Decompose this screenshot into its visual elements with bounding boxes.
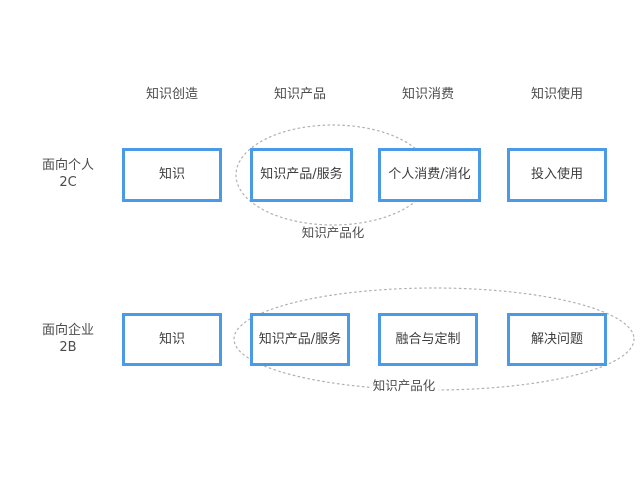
box-label: 知识产品/服务 — [258, 331, 342, 347]
column-header-knowledge-usage: 知识使用 — [530, 87, 584, 102]
row-label-2c: 面向个人 2C — [42, 157, 94, 191]
box-label: 个人消费/消化 — [388, 167, 471, 183]
box-label: 解决问题 — [530, 331, 583, 347]
box-label: 知识 — [158, 167, 185, 183]
box-label: 知识 — [158, 331, 185, 347]
row-label-2b-main: 面向企业 — [41, 323, 95, 338]
box-2c-put-into-use[interactable]: 投入使用 — [507, 148, 607, 202]
box-label: 融合与定制 — [395, 331, 461, 347]
row-label-2b: 面向企业 2B — [42, 322, 94, 356]
box-label: 投入使用 — [530, 167, 583, 183]
ellipse-caption-2c: 知识产品化 — [298, 226, 368, 241]
row-label-2c-main: 面向个人 — [41, 158, 95, 173]
box-2c-knowledge[interactable]: 知识 — [122, 148, 222, 202]
box-2c-knowledge-product-service[interactable]: 知识产品/服务 — [250, 148, 353, 202]
column-header-knowledge-consumption: 知识消费 — [401, 87, 455, 102]
column-header-knowledge-creation: 知识创造 — [145, 87, 199, 102]
row-label-2c-sub: 2C — [59, 175, 77, 190]
box-2b-solve-problem[interactable]: 解决问题 — [507, 313, 607, 366]
box-2b-knowledge-product-service[interactable]: 知识产品/服务 — [250, 313, 350, 366]
ellipse-caption-2b: 知识产品化 — [369, 379, 439, 394]
box-2c-personal-consumption-digestion[interactable]: 个人消费/消化 — [378, 148, 481, 202]
box-2b-knowledge[interactable]: 知识 — [122, 313, 222, 366]
box-label: 知识产品/服务 — [260, 167, 343, 183]
column-header-knowledge-product: 知识产品 — [273, 87, 327, 102]
row-label-2b-sub: 2B — [59, 340, 77, 355]
box-2b-integration-customization[interactable]: 融合与定制 — [378, 313, 478, 366]
